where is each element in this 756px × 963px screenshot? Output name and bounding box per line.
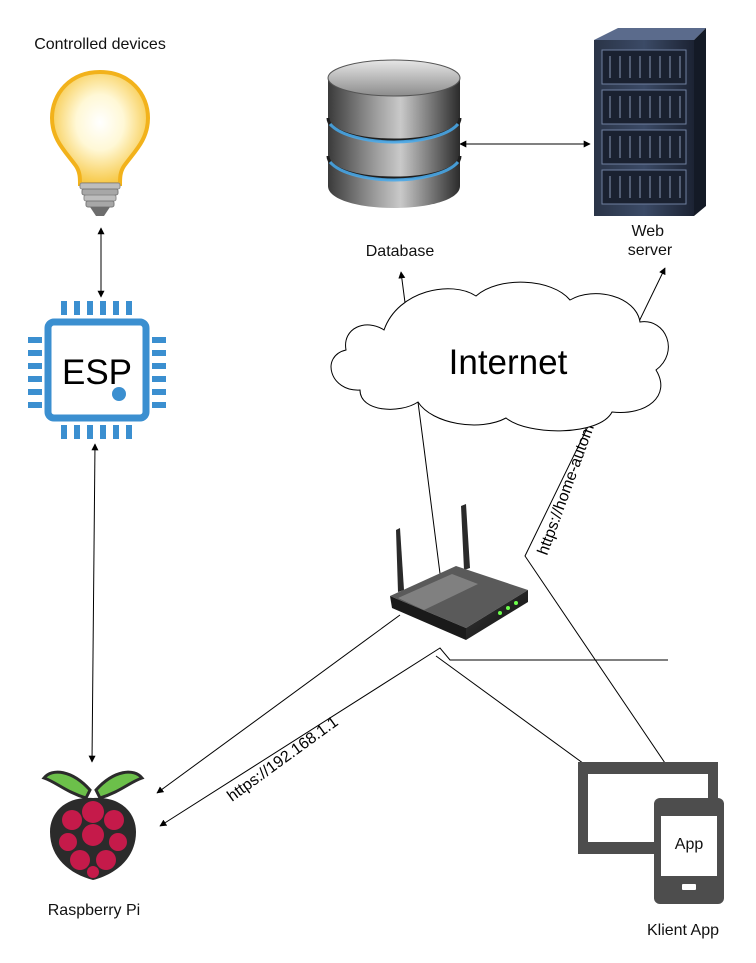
edge-esp-raspberry [88, 443, 99, 763]
esp-chip-icon [28, 301, 166, 439]
server-rack-icon [594, 28, 706, 216]
esp-node: ESP [28, 301, 166, 439]
cloud-shape [330, 281, 669, 432]
client-label: Klient App [647, 922, 719, 939]
light-bulb-icon [49, 69, 151, 216]
raspberry-pi-icon [41, 770, 145, 880]
webserver-label-line1: Web [631, 223, 664, 240]
bulb-label: Controlled devices [34, 36, 166, 53]
phone-icon [654, 798, 724, 904]
esp-label: ESP [62, 353, 132, 392]
raspberry-node: Raspberry Pi [41, 770, 145, 919]
webserver-node: Web server [594, 28, 706, 259]
client-app-text: App [675, 836, 704, 853]
router-icon [390, 504, 528, 640]
bulb-node: Controlled devices [34, 36, 166, 216]
database-node: Database [326, 59, 462, 260]
edge-label-router-raspberry: https://192.168.1.1 [224, 714, 341, 806]
router-node [390, 504, 528, 640]
database-icon [326, 59, 462, 208]
database-label: Database [366, 243, 435, 260]
edge-client-raspberry [159, 647, 668, 827]
webserver-label: Web server [628, 223, 673, 259]
edge-router-raspberry [156, 614, 401, 794]
internet-label: Internet [449, 343, 568, 382]
internet-cloud: Internet [330, 281, 669, 432]
client-node: App Klient App [578, 762, 724, 939]
webserver-label-line2: server [628, 242, 673, 259]
raspberry-label: Raspberry Pi [48, 902, 140, 919]
